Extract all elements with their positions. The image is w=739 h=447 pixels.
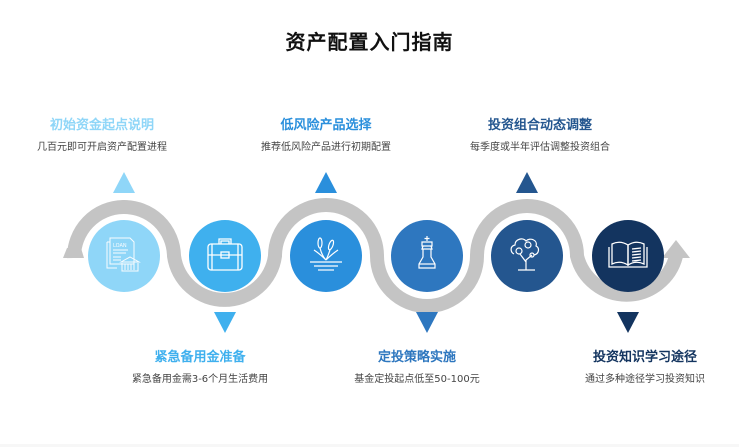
briefcase-icon bbox=[207, 238, 243, 271]
step-3-circle bbox=[290, 220, 362, 292]
step-5-desc: 每季度或半年评估调整投资组合 bbox=[470, 142, 610, 153]
step-6-title: 投资知识学习途径 bbox=[592, 350, 697, 365]
step-4-circle bbox=[391, 220, 463, 292]
step-2-circle bbox=[189, 220, 261, 292]
step-1-label: 初始资金起点说明 几百元即可开启资产配置进程 bbox=[0, 117, 212, 155]
bottom-strip bbox=[0, 444, 739, 447]
step-4-label: 定投策略实施 基金定投起点低至50-100元 bbox=[307, 349, 527, 387]
step-6-desc: 通过多种途径学习投资知识 bbox=[585, 374, 705, 385]
step-1-desc: 几百元即可开启资产配置进程 bbox=[37, 142, 167, 153]
step-1-up-triangle bbox=[113, 172, 135, 193]
wave-arrow-head-icon bbox=[662, 240, 690, 258]
step-5-circle bbox=[491, 220, 563, 292]
step-1-circle bbox=[88, 220, 160, 292]
step-2-desc: 紧急备用金需3-6个月生活费用 bbox=[131, 374, 269, 385]
step-4-title: 定投策略实施 bbox=[377, 350, 456, 365]
svg-text:LOAN: LOAN bbox=[113, 243, 127, 249]
step-3-up-triangle bbox=[315, 172, 337, 193]
open-book-icon bbox=[608, 241, 648, 268]
step-4-desc: 基金定投起点低至50-100元 bbox=[354, 374, 480, 385]
step-6-down-triangle bbox=[617, 312, 639, 333]
step-5-label: 投资组合动态调整 每季度或半年评估调整投资组合 bbox=[430, 117, 650, 155]
step-1-title: 初始资金起点说明 bbox=[49, 118, 154, 133]
step-3-desc: 推荐低风险产品进行初期配置 bbox=[261, 142, 391, 153]
page-title: 资产配置入门指南 bbox=[285, 30, 454, 54]
step-2-label: 紧急备用金准备 紧急备用金需3-6个月生活费用 bbox=[90, 349, 310, 387]
loan-document-bank-icon: LOAN bbox=[106, 237, 141, 272]
step-3-title: 低风险产品选择 bbox=[280, 118, 372, 133]
step-5-up-triangle bbox=[516, 172, 538, 193]
money-tree-icon bbox=[510, 238, 540, 271]
step-5-title: 投资组合动态调整 bbox=[487, 118, 592, 133]
step-2-title: 紧急备用金准备 bbox=[154, 350, 246, 365]
step-6-label: 投资知识学习途径 通过多种途径学习投资知识 bbox=[535, 349, 739, 387]
step-2-down-triangle bbox=[214, 312, 236, 333]
chess-king-icon bbox=[418, 236, 436, 269]
step-4-down-triangle bbox=[416, 312, 438, 333]
reed-plant-water-icon bbox=[310, 237, 342, 271]
step-3-label: 低风险产品选择 推荐低风险产品进行初期配置 bbox=[216, 117, 436, 155]
wave-left-end bbox=[63, 248, 84, 258]
wave-path bbox=[66, 198, 683, 313]
